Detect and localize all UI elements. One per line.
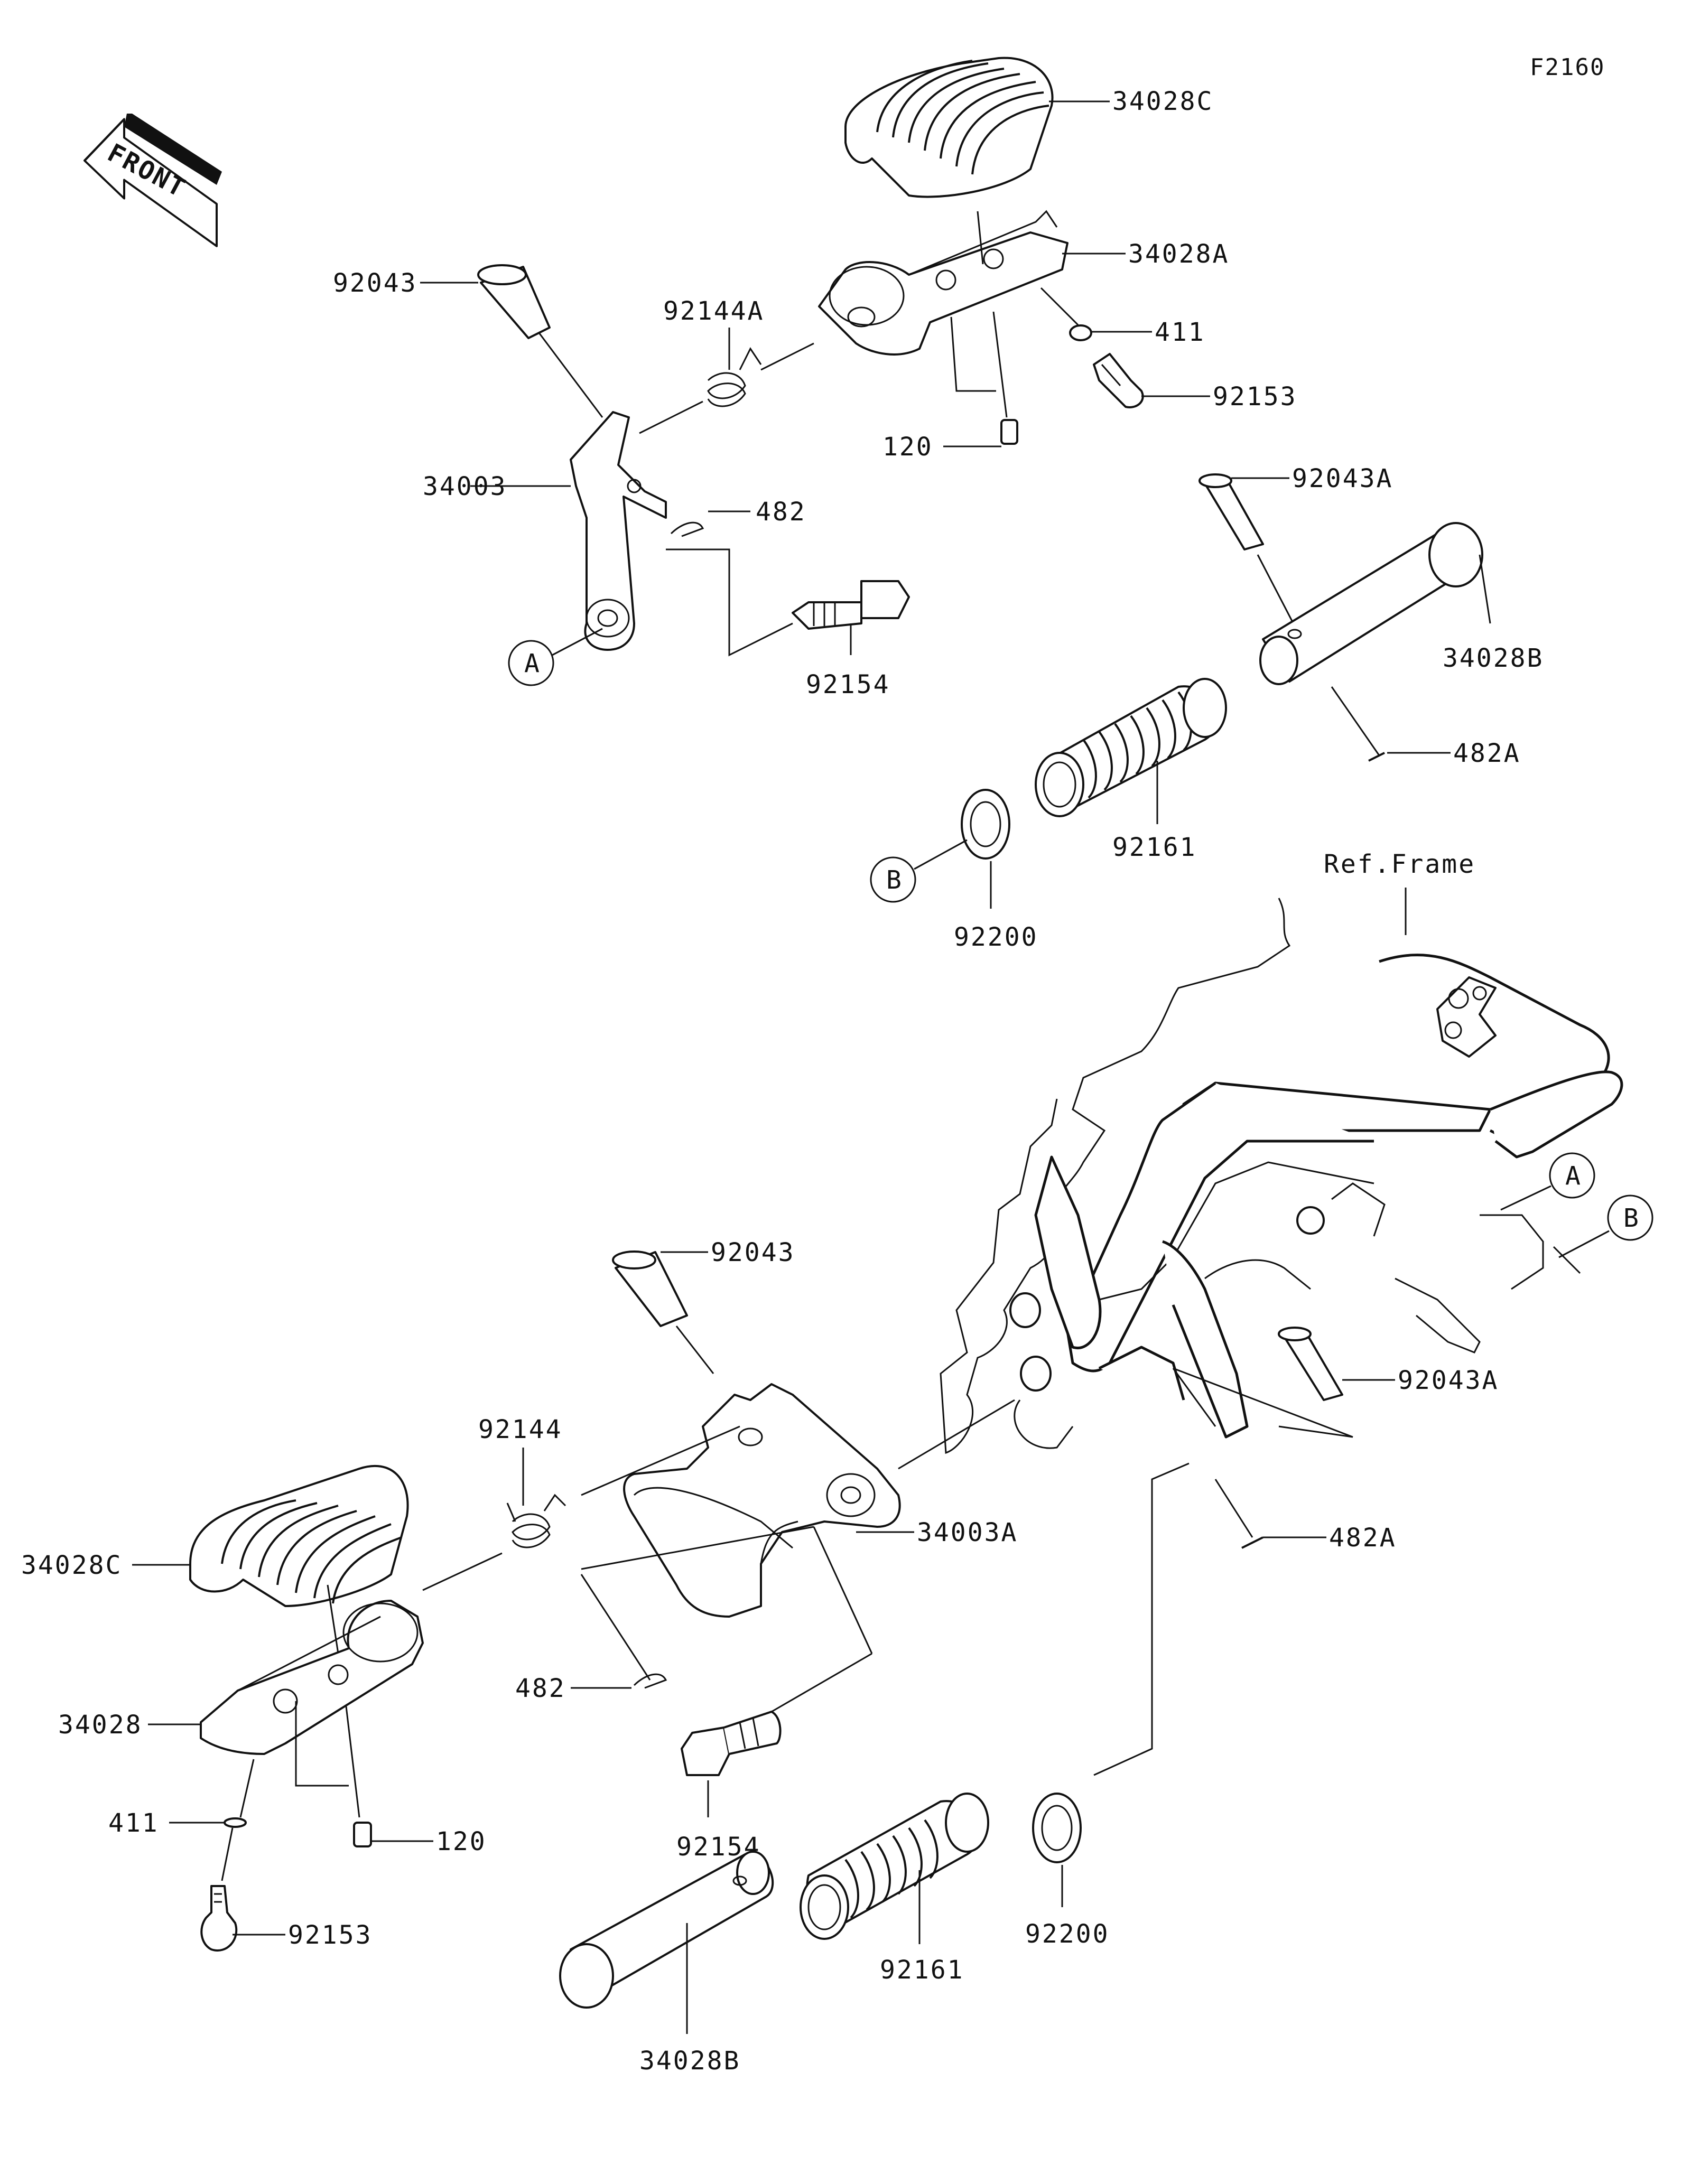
- ref-marker-b-top-label: B: [886, 865, 903, 895]
- label-482A-top: 482A: [1453, 739, 1521, 768]
- label-ref-frame: Ref.Frame: [1324, 850, 1475, 879]
- part-34028C-top: [844, 57, 1054, 198]
- label-92200-top: 92200: [954, 922, 1038, 952]
- part-92153-bottom: [200, 1885, 238, 1952]
- ref-marker-a-frame-label: A: [1565, 1161, 1582, 1191]
- label-34028A: 34028A: [1128, 239, 1229, 269]
- label-34028C-top: 34028C: [1112, 87, 1213, 116]
- part-92043A-bottom: [1278, 1327, 1343, 1401]
- part-411-washer-bottom: [224, 1817, 247, 1828]
- part-120-top: [1000, 419, 1018, 445]
- part-92200-top: [961, 789, 1010, 860]
- label-92144: 92144: [478, 1415, 563, 1444]
- ref-marker-a-frame: [1549, 1152, 1595, 1199]
- part-92153-top: [1093, 353, 1144, 408]
- part-92161-top: [1035, 678, 1227, 817]
- label-34003: 34003: [423, 472, 507, 501]
- label-92043A-bottom: 92043A: [1398, 1366, 1499, 1395]
- part-411-washer-top: [1069, 324, 1092, 341]
- ref-marker-b-frame-label: B: [1623, 1203, 1640, 1233]
- label-411-bottom: 411: [108, 1808, 159, 1838]
- ref-marker-a-top-label: A: [524, 649, 541, 678]
- part-34003-bracket: [570, 411, 667, 651]
- label-92161-bottom: 92161: [880, 1955, 964, 1985]
- label-92200-bottom: 92200: [1025, 1919, 1110, 1949]
- part-92043-top: [477, 264, 551, 339]
- label-120-top: 120: [882, 432, 933, 462]
- part-92043-bottom: [612, 1250, 688, 1327]
- label-34003A: 34003A: [917, 1518, 1018, 1547]
- label-92144A: 92144A: [663, 296, 764, 326]
- label-482-top: 482: [756, 497, 806, 527]
- label-120-bottom: 120: [436, 1827, 487, 1856]
- diagram-code: F2160: [1530, 54, 1605, 81]
- ref-marker-b-top: [870, 856, 916, 903]
- label-482-bottom: 482: [515, 1674, 566, 1703]
- part-482-clip-top: [670, 521, 704, 537]
- label-482A-bottom: 482A: [1329, 1523, 1397, 1553]
- front-arrow-icon: FRONT: [83, 114, 222, 247]
- part-120-bottom: [353, 1822, 372, 1847]
- label-92043-top: 92043: [333, 268, 417, 298]
- part-34028C-bottom: [189, 1465, 409, 1607]
- label-92043A-top: 92043A: [1292, 464, 1393, 493]
- label-34028B-top: 34028B: [1443, 643, 1544, 673]
- part-92144-spring: [506, 1494, 566, 1548]
- label-34028-bottom: 34028: [58, 1710, 143, 1740]
- part-34003A-bracket: [623, 1383, 901, 1618]
- ref-marker-a-top: [508, 640, 554, 686]
- label-411-top: 411: [1155, 318, 1205, 347]
- part-92200-bottom: [1032, 1793, 1082, 1863]
- part-92154-bottom: [681, 1711, 782, 1776]
- part-482-clip-bottom: [633, 1673, 667, 1689]
- ref-marker-b-frame: [1607, 1194, 1653, 1241]
- part-34028-footpeg: [200, 1600, 424, 1755]
- part-92144A-spring: [707, 347, 762, 407]
- label-92161-top: 92161: [1112, 833, 1197, 862]
- label-92043-bottom: 92043: [711, 1238, 795, 1267]
- part-92161-bottom: [800, 1793, 989, 1940]
- label-34028B-bottom: 34028B: [639, 2046, 740, 2076]
- label-92153-top: 92153: [1213, 382, 1297, 412]
- label-92153-bottom: 92153: [288, 1920, 373, 1950]
- label-92154-top: 92154: [806, 670, 890, 699]
- frame-reference: [940, 898, 1623, 1454]
- part-34028B-bottom: [559, 1851, 774, 2009]
- part-92154-top: [792, 580, 910, 630]
- part-92043A-top: [1198, 473, 1264, 550]
- part-34028A-footpeg: [818, 210, 1069, 356]
- label-34028C-bottom: 34028C: [21, 1551, 122, 1580]
- part-34028B-top: [1259, 522, 1483, 685]
